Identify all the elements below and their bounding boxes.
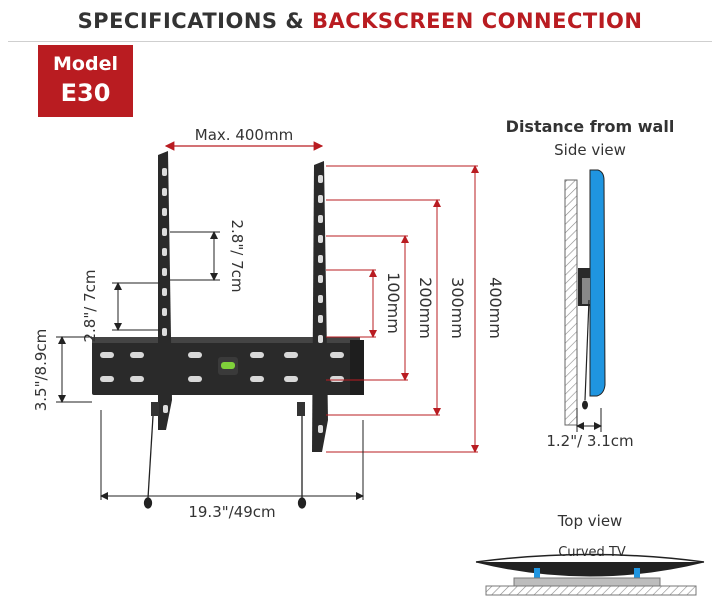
top-view-title: Top view — [557, 512, 623, 530]
slot-pitch-label: 2.8"/ 7cm — [228, 220, 246, 293]
side-view-subtitle: Side view — [554, 141, 626, 159]
slot-pitch-2-label: 2.8"/ 7cm — [81, 270, 99, 343]
curved-tv-label: Curved TV — [558, 545, 626, 560]
model-name: E30 — [60, 79, 111, 107]
plate-width-dimension — [100, 410, 364, 500]
right-vertical-arm — [312, 161, 328, 452]
left-vertical-arm — [158, 151, 172, 430]
model-label: Model — [53, 53, 118, 75]
plate-height-dimension — [56, 336, 92, 403]
dim-300mm: 300mm — [448, 277, 467, 339]
page-header: SPECIFICATIONS & BACKSCREEN CONNECTION — [0, 0, 720, 42]
slot-pitch-2-dimension — [112, 282, 160, 331]
max-width-dimension: Max. 400mm — [164, 126, 324, 151]
plate-height-label: 3.5"/8.9cm — [32, 329, 50, 412]
title-part-1: SPECIFICATIONS & — [77, 9, 312, 33]
page-title: SPECIFICATIONS & BACKSCREEN CONNECTION — [0, 0, 720, 42]
dim-400mm: 400mm — [486, 277, 505, 339]
max-width-label: Max. 400mm — [195, 126, 293, 144]
title-part-2: BACKSCREEN CONNECTION — [311, 9, 643, 33]
dim-200mm: 200mm — [416, 277, 435, 339]
plate-width-label: 19.3"/49cm — [188, 503, 275, 521]
bubble-level-icon — [218, 357, 238, 375]
dim-100mm: 100mm — [384, 272, 403, 334]
slot-pitch-dimension — [170, 231, 220, 281]
safety-cords — [143, 402, 307, 509]
model-badge: Model E30 — [38, 45, 133, 117]
side-depth-label: 1.2"/ 3.1cm — [546, 432, 633, 450]
header-divider — [8, 41, 712, 42]
top-view-drawing — [475, 553, 705, 596]
vesa-dimensions — [326, 165, 479, 453]
side-view-title: Distance from wall — [506, 117, 675, 136]
side-view-drawing — [564, 169, 606, 432]
